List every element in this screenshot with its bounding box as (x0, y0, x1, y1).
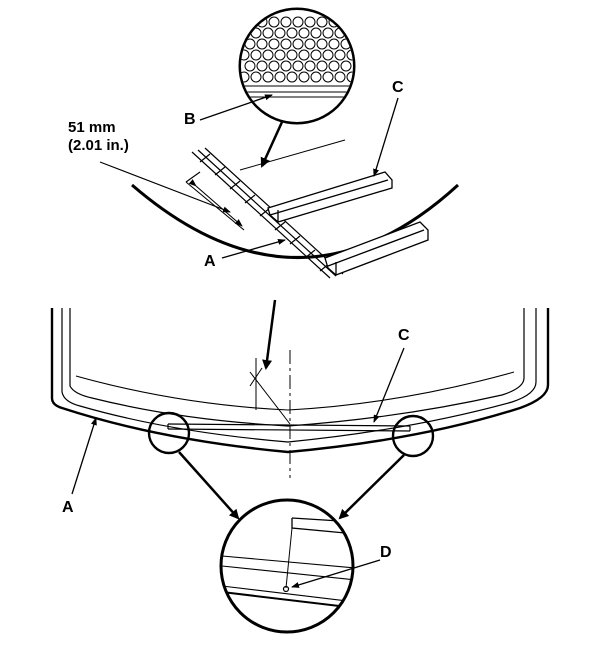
dot-row (241, 71, 353, 83)
dimension-51mm (99, 161, 245, 231)
windshield-outline (50, 308, 550, 454)
molding-c-strip (167, 423, 411, 432)
magnify-arrow-top (260, 121, 284, 168)
marker-point-d (282, 585, 290, 593)
label-c-top-leader (373, 97, 399, 177)
label-c-top: C (392, 79, 404, 96)
label-b-leader (199, 94, 273, 121)
highlight-circle-right (391, 414, 435, 458)
label-b: B (184, 111, 196, 128)
molding-channel-lower (324, 221, 429, 276)
label-c-mid-leader (373, 347, 405, 423)
highlight-circle-left (147, 411, 191, 455)
detail-lens-cross-section (99, 139, 460, 279)
detail-circle-b (238, 7, 356, 125)
label-a-top: A (204, 253, 216, 270)
detail-circle-d (219, 498, 355, 634)
magnify-arrow-right (338, 454, 405, 520)
dimension-imperial: (2.01 in.) (68, 137, 129, 154)
molding-channel-upper (267, 171, 393, 223)
dimension-metric: 51 mm (68, 119, 116, 136)
label-c-mid: C (398, 327, 410, 344)
dot-row (244, 60, 352, 72)
label-a-top-leader (221, 239, 286, 259)
label-a-left: A (62, 499, 74, 516)
label-a-left-leader (71, 417, 97, 495)
magnify-arrow-mid (262, 299, 277, 370)
magnify-arrow-left (178, 451, 240, 520)
reference-lines (249, 358, 291, 425)
adhesive-dot-pattern (241, 10, 353, 122)
dot-row (241, 49, 353, 61)
label-d-leader (291, 559, 381, 588)
label-d: D (380, 544, 392, 561)
dot-row (244, 38, 352, 50)
